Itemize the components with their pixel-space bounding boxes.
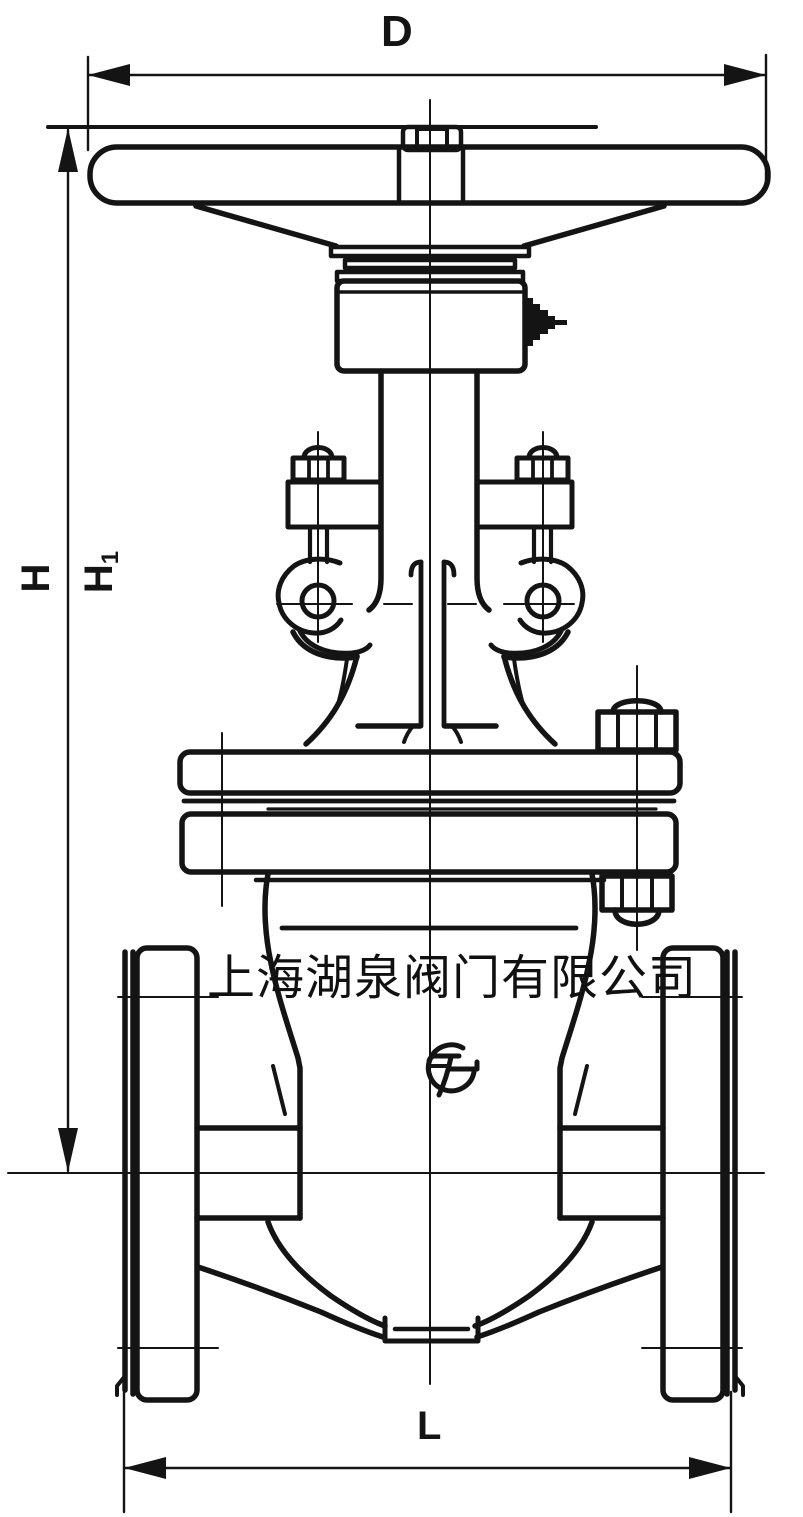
dim-label-h1: H1 <box>77 550 124 594</box>
grease-fitting-icon <box>524 298 567 346</box>
gland-assembly <box>275 445 586 656</box>
dim-label-h: H <box>14 563 58 593</box>
dim-label-d: D <box>381 7 414 56</box>
stem <box>355 559 499 744</box>
manufacturer-logo-icon <box>425 1042 480 1098</box>
dim-label-l: L <box>417 1404 442 1448</box>
valve-body <box>194 871 666 1344</box>
bonnet-bolt <box>595 698 679 927</box>
dimension-d-lines <box>86 53 768 192</box>
bonnet-neck <box>290 629 571 747</box>
bonnet-flange <box>177 749 683 883</box>
dim-label-h1-subscript: 1 <box>97 550 124 565</box>
yoke-legs <box>366 368 492 613</box>
dimension-l-lines <box>122 1390 733 1514</box>
dimension-h-lines <box>58 128 78 1173</box>
company-watermark: 上海湖泉阀门有限公司 <box>206 952 698 1005</box>
dim-label-h1-base: H <box>77 564 121 594</box>
handwheel <box>46 124 771 284</box>
pipe-flanges <box>115 945 745 1403</box>
